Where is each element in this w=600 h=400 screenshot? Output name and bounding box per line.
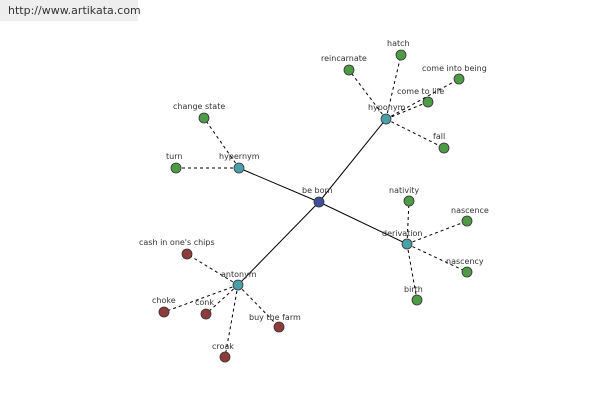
graph-nodes: [158, 49, 473, 363]
edge-hyponym-come-into-being: [385, 78, 460, 120]
edge-antonym-cash-in-one-s-chips: [186, 253, 239, 286]
word-label-hatch: hatch: [387, 39, 410, 48]
category-node-derivation[interactable]: [401, 238, 413, 250]
category-label-antonym: antonym: [221, 270, 257, 279]
category-node-hypernym[interactable]: [233, 162, 245, 174]
word-label-reincarnate: reincarnate: [321, 54, 367, 63]
edge-derivation-nascence: [406, 220, 468, 245]
word-node-choke[interactable]: [158, 306, 170, 318]
word-label-change-state: change state: [173, 102, 225, 111]
word-label-nativity: nativity: [389, 186, 419, 195]
word-label-come-into-being: come into being: [422, 64, 487, 73]
graph-labels: change state turn hypernym reincarnate hatch…: [139, 39, 489, 351]
edge-hypernym-change-state: [203, 117, 240, 169]
word-label-fall: fall: [433, 132, 445, 141]
word-label-conk: conk: [195, 298, 214, 307]
category-label-hyponym: hyponym: [368, 103, 406, 112]
edge-center-hypernym: [238, 167, 320, 203]
word-node-nascence[interactable]: [461, 215, 473, 227]
word-label-croak: croak: [212, 342, 234, 351]
word-node-croak[interactable]: [219, 351, 231, 363]
word-node-change-state[interactable]: [198, 112, 210, 124]
word-label-turn: turn: [166, 152, 182, 161]
edge-antonym-croak: [224, 284, 239, 358]
word-node-turn[interactable]: [170, 162, 182, 174]
edge-derivation-nascency: [406, 243, 468, 273]
edge-hyponym-come-to-life: [385, 101, 429, 120]
word-label-nascence: nascence: [451, 206, 489, 215]
edge-hyponym-reincarnate: [348, 69, 387, 120]
edge-center-hyponym: [318, 118, 387, 203]
edge-antonym-buy-the-farm: [237, 284, 280, 328]
word-node-hatch[interactable]: [395, 49, 407, 61]
word-label-choke: choke: [152, 296, 176, 305]
edge-antonym-choke: [163, 284, 239, 313]
word-node-birth[interactable]: [411, 294, 423, 306]
site-url[interactable]: http://www.artikata.com: [0, 0, 141, 21]
edge-antonym-conk: [205, 284, 239, 315]
edge-center-derivation: [318, 201, 408, 245]
edge-center-antonym: [237, 201, 320, 286]
category-label-derivation: derivation: [382, 229, 422, 238]
word-node-nascency[interactable]: [461, 266, 473, 278]
word-label-buy-the-farm: buy the farm: [249, 313, 301, 322]
word-node-come-into-being[interactable]: [453, 73, 465, 85]
word-node-cash-in-one-s-chips[interactable]: [181, 248, 193, 260]
edge-derivation-nativity: [406, 200, 410, 245]
word-node-conk[interactable]: [200, 308, 212, 320]
word-node-fall[interactable]: [438, 142, 450, 154]
category-node-hyponym[interactable]: [380, 113, 392, 125]
edge-hyponym-fall: [385, 118, 445, 149]
word-label-nascency: nascency: [446, 257, 484, 266]
center-node[interactable]: [313, 196, 325, 208]
word-label-birth: birth: [404, 285, 423, 294]
word-node-buy-the-farm[interactable]: [273, 321, 285, 333]
center-label: be born: [302, 186, 333, 195]
word-label-cash-in-one-s-chips: cash in one's chips: [139, 238, 215, 247]
category-label-hypernym: hypernym: [219, 152, 260, 161]
word-label-come-to-life: come to life: [397, 87, 444, 96]
word-node-come-to-life[interactable]: [422, 96, 434, 108]
word-node-reincarnate[interactable]: [343, 64, 355, 76]
graph-edges: [163, 54, 468, 358]
edge-hyponym-hatch: [385, 54, 402, 120]
category-node-antonym[interactable]: [232, 279, 244, 291]
word-node-nativity[interactable]: [403, 195, 415, 207]
